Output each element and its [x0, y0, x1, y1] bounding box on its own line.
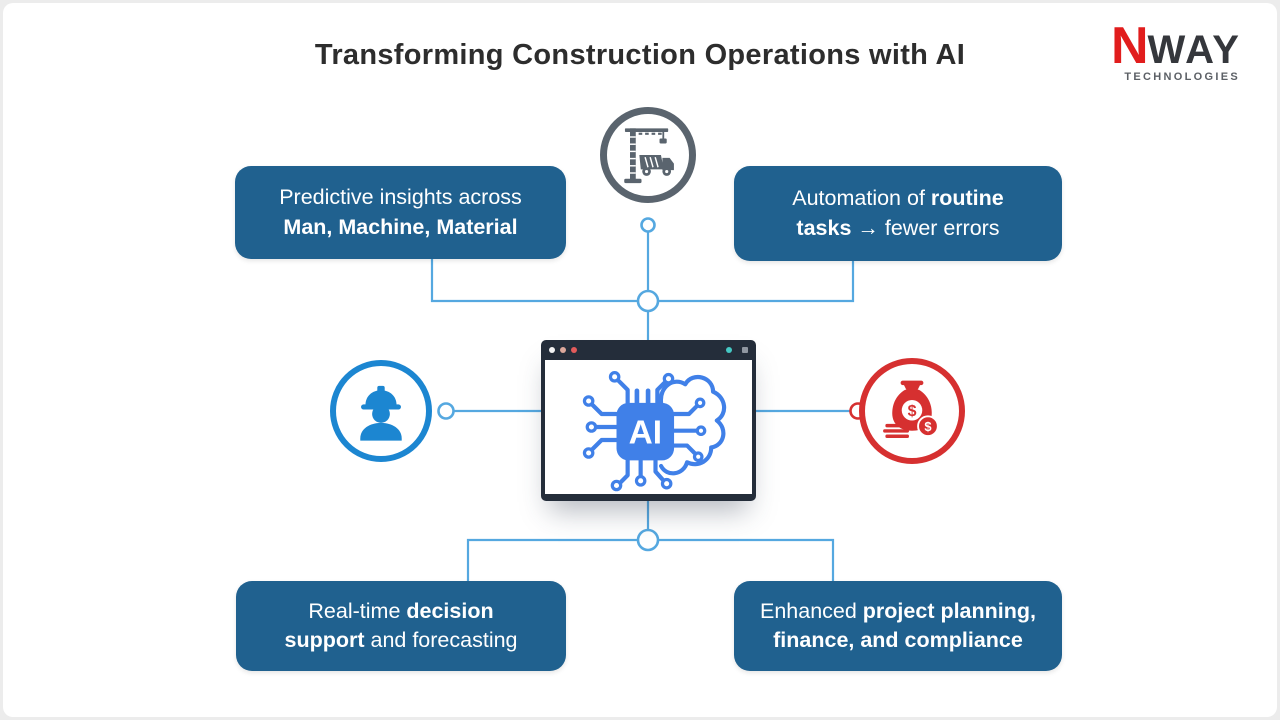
window-square-icon	[742, 347, 748, 353]
logo-wordmark: N WAY	[1110, 17, 1241, 75]
window-dot-icon	[549, 347, 555, 353]
page-title: Transforming Construction Operations wit…	[314, 39, 966, 71]
construction-icon-badge	[600, 107, 696, 203]
window-dot-icon	[726, 347, 732, 353]
card-text: Enhanced project planning,finance, and c…	[759, 598, 1036, 652]
browser-header	[541, 340, 756, 360]
logo-tagline: TECHNOLOGIES	[1124, 70, 1240, 83]
crane-truck-icon	[624, 128, 674, 184]
logo-word-way: WAY	[1147, 28, 1241, 72]
construction-worker-icon	[360, 385, 402, 441]
dollar-sign: $	[924, 419, 931, 434]
window-dot-icon	[571, 347, 577, 353]
dollar-sign: $	[908, 403, 917, 420]
logo-letter-n: N	[1110, 17, 1149, 75]
infographic-canvas: Transforming Construction Operations wit…	[3, 3, 1277, 717]
finance-icon-badge: $ $	[859, 358, 965, 464]
browser-content: AI	[545, 360, 752, 494]
logo: N WAY TECHNOLOGIES	[1110, 17, 1241, 83]
money-bag-icon: $ $	[883, 380, 939, 438]
window-dot-icon	[560, 347, 566, 353]
ai-brain-circuit-icon: AI	[582, 371, 726, 492]
browser-window: AI	[541, 340, 756, 501]
worker-icon-badge	[330, 360, 432, 462]
card-project-planning: Enhanced project planning,finance, and c…	[734, 581, 1062, 671]
ai-chip-label: AI	[628, 415, 661, 452]
